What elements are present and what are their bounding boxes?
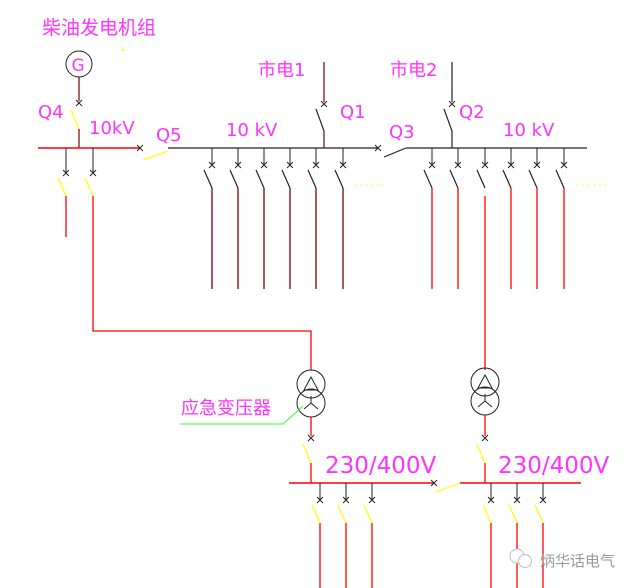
feeder-mid xyxy=(203,148,216,289)
q4-label: Q4 xyxy=(38,102,64,123)
breaker-mark xyxy=(481,161,489,169)
q1-label: Q1 xyxy=(340,102,366,123)
feeder-right xyxy=(555,148,568,289)
feeder-left-1 xyxy=(57,148,70,237)
switch-blade xyxy=(307,169,317,189)
mains1-label: 市电1 xyxy=(258,60,305,81)
transformer-emergency-icon xyxy=(296,369,326,418)
breaker-mark xyxy=(208,161,216,169)
lv-bus-tie-switch xyxy=(435,482,461,493)
switch-blade xyxy=(528,169,538,189)
generator-symbol: G xyxy=(72,56,85,76)
switch-blade xyxy=(476,169,486,189)
feeder-mid xyxy=(255,148,268,289)
breaker-mark xyxy=(454,161,462,169)
q3-label: Q3 xyxy=(389,122,415,143)
switch-blade xyxy=(281,169,291,189)
mains2-label: 市电2 xyxy=(390,60,437,81)
mid-more-feeders: ...... xyxy=(354,176,387,189)
breaker-mark xyxy=(487,496,495,504)
breaker-mark xyxy=(368,496,376,504)
feeder-right xyxy=(449,148,462,289)
breaker-q4 xyxy=(70,99,83,148)
lv-bus-1-voltage: 230/400V xyxy=(325,453,437,479)
emergency-transformer-label: 应急变压器 xyxy=(181,398,271,419)
switch-blade xyxy=(534,504,544,524)
bus-tie-end-mark xyxy=(136,144,144,152)
right-more-feeders: ...... xyxy=(576,176,609,189)
switch-blade xyxy=(363,504,373,524)
incomer-mains2 xyxy=(443,62,456,148)
feeder-right xyxy=(502,148,515,289)
breaker-mark xyxy=(339,161,347,169)
feeder-lv xyxy=(311,483,324,588)
feeder-lv xyxy=(337,483,350,588)
bus-right-voltage: 10 kV xyxy=(503,120,555,141)
switch-blade xyxy=(203,169,213,189)
breaker-mark xyxy=(312,161,320,169)
lv-incomer-1 xyxy=(302,417,315,483)
feeder-right xyxy=(528,148,541,289)
breaker-mark xyxy=(539,496,547,504)
switch-blade xyxy=(337,504,347,524)
feeder-right xyxy=(476,148,489,189)
switch-blade xyxy=(229,169,239,189)
feeder-mid xyxy=(281,148,294,289)
feeder-mid xyxy=(334,148,347,289)
breaker-mark xyxy=(507,161,515,169)
feeder-lv xyxy=(534,483,547,588)
generator-icon: G xyxy=(65,50,93,78)
bus-mid-end-mark xyxy=(374,144,382,152)
switch-blade xyxy=(423,169,433,189)
wechat-icon xyxy=(509,548,532,568)
stray-dot xyxy=(121,48,125,52)
breaker-mark xyxy=(286,161,294,169)
feeder-mid xyxy=(229,148,242,289)
lv-bus-2-voltage: 230/400V xyxy=(498,453,610,479)
right-feeders xyxy=(423,148,568,289)
feeder-mid xyxy=(307,148,320,289)
breaker-mark xyxy=(428,161,436,169)
mid-feeders xyxy=(203,148,347,289)
breaker-mark xyxy=(533,161,541,169)
transformer-2-icon xyxy=(470,367,500,416)
switch-blade xyxy=(482,504,492,524)
breaker-mark xyxy=(513,496,521,504)
lv-incomer-2 xyxy=(476,415,489,483)
leader-line xyxy=(180,405,304,425)
breaker-mark xyxy=(316,496,324,504)
switch-blade xyxy=(255,169,265,189)
q2-label: Q2 xyxy=(459,102,485,123)
lv-feeders xyxy=(311,483,547,588)
incomer-mains1 xyxy=(315,62,328,148)
breaker-mark xyxy=(260,161,268,169)
feeder-lv xyxy=(482,483,495,588)
switch-blade xyxy=(555,169,565,189)
lv-bus-1-end-mark xyxy=(430,479,438,487)
switch-blade xyxy=(449,169,459,189)
generator-title: 柴油发电机组 xyxy=(42,17,156,39)
watermark-text: 炳华话电气 xyxy=(540,552,615,570)
switch-blade xyxy=(508,504,518,524)
q5-label: Q5 xyxy=(156,125,182,146)
breaker-mark xyxy=(560,161,568,169)
bus-mid-voltage: 10 kV xyxy=(226,120,278,141)
bus-left-voltage: 10kV xyxy=(89,118,135,139)
watermark: 炳华话电气 xyxy=(509,548,615,570)
feeder-left-2 xyxy=(84,148,312,370)
breaker-mark xyxy=(342,496,350,504)
switch-blade xyxy=(502,169,512,189)
breaker-mark xyxy=(234,161,242,169)
feeder-right xyxy=(423,148,436,289)
switch-q5 xyxy=(142,150,169,161)
feeder-lv xyxy=(508,483,521,588)
switch-blade xyxy=(334,169,344,189)
switch-blade xyxy=(311,504,321,524)
feeder-lv xyxy=(363,483,376,588)
switch-q3 xyxy=(383,147,407,158)
